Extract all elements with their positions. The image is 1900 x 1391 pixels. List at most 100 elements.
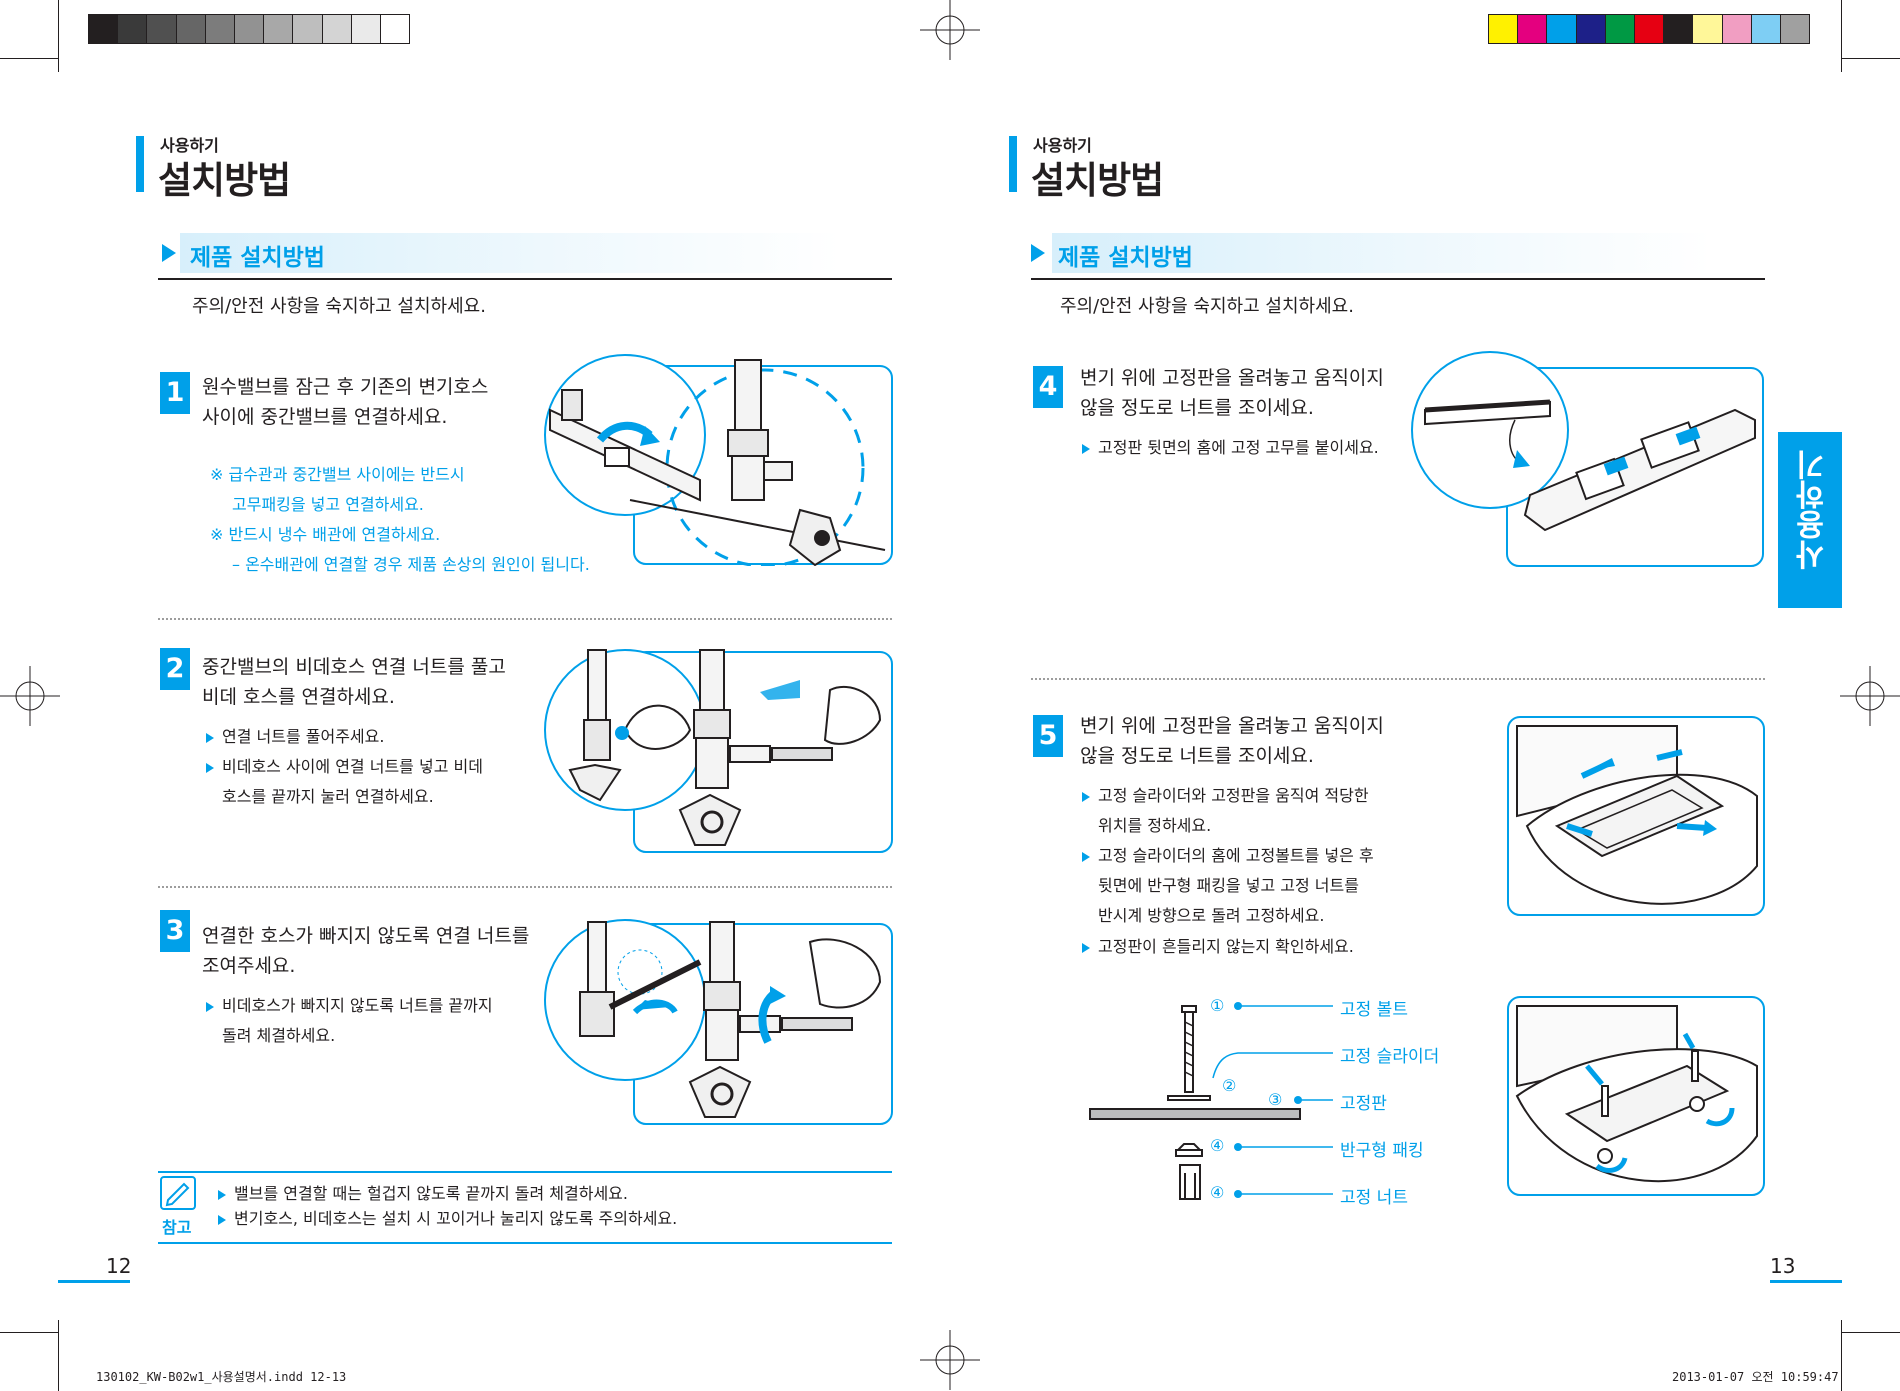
step-text: 변기 위에 고정판을 올려놓고 움직이지 <box>1080 715 1384 737</box>
warning-text: 고무패킹을 넣고 연결하세요. <box>232 495 424 514</box>
bullet-text: 호스를 끝까지 눌러 연결하세요. <box>222 787 434 806</box>
bullet-text: 돌려 체결하세요. <box>222 1026 336 1045</box>
triangle-icon <box>162 244 176 262</box>
pencil-icon <box>160 1176 196 1210</box>
step1-valve-illustration <box>544 354 893 566</box>
color-swatch <box>293 15 323 43</box>
page-number: 13 <box>1770 1254 1796 1278</box>
crop-mark <box>1842 58 1900 59</box>
bullet-text: 고정판 뒷면의 홈에 고정 고무를 붙이세요. <box>1082 433 1379 463</box>
date-slug: 2013-01-07 오전 10:59:47 <box>1672 1370 1839 1384</box>
bullet-text: 반시계 방향으로 돌려 고정하세요. <box>1098 906 1325 925</box>
page-number-underline <box>1770 1280 1842 1283</box>
note-item: 변기호스, 비데호스는 설치 시 꼬이거나 눌리지 않도록 주의하세요. <box>218 1205 677 1229</box>
part-label: 고정판 <box>1340 1094 1387 1114</box>
intro-text: 주의/안전 사항을 숙지하고 설치하세요. <box>1060 296 1354 317</box>
part-label: 고정 볼트 <box>1340 1000 1408 1020</box>
bullet-text: 뒷면에 반구형 패킹을 넣고 고정 너트를 <box>1098 876 1359 895</box>
part-label: 고정 슬라이더 <box>1340 1047 1440 1067</box>
bullet-icon <box>218 1189 226 1200</box>
section-label: 사용하기 <box>1033 136 1092 155</box>
color-swatch <box>1489 15 1519 43</box>
bullet-icon <box>1082 851 1090 862</box>
color-swatch <box>234 15 265 43</box>
warning-text: – 온수배관에 연결할 경우 제품 손상의 원인이 됩니다. <box>232 555 590 574</box>
subheading-background <box>180 233 840 273</box>
color-swatch <box>1664 15 1694 43</box>
color-swatch <box>205 15 235 43</box>
bullet-icon <box>1082 942 1090 953</box>
page-number: 12 <box>106 1254 132 1278</box>
step-number: 5 <box>1033 715 1063 757</box>
bullet-text: 연결 너트를 풀어주세요. <box>206 722 384 752</box>
warning-text: ※ 급수관과 중간밸브 사이에는 반드시 <box>210 465 465 484</box>
bullet-text: 고정 슬라이더의 홈에 고정볼트를 넣은 후 <box>1082 841 1374 871</box>
divider <box>158 1171 892 1173</box>
divider <box>1031 278 1765 280</box>
bullet-text: 위치를 정하세요. <box>1098 816 1212 835</box>
page-title: 설치방법 <box>1031 159 1164 202</box>
step-text: 사이에 중간밸브를 연결하세요. <box>202 406 448 428</box>
part-number: ① <box>1210 996 1225 1015</box>
note-item: 밸브를 연결할 때는 헐겁지 않도록 끝까지 돌려 체결하세요. <box>218 1180 628 1204</box>
page-title: 설치방법 <box>158 159 291 202</box>
color-swatch <box>322 15 352 43</box>
part-number: ④ <box>1210 1136 1225 1155</box>
subheading: 제품 설치방법 <box>190 245 325 271</box>
color-swatch <box>147 15 177 43</box>
step4-plate-illustration <box>1411 351 1764 567</box>
part-label: 고정 너트 <box>1340 1188 1408 1208</box>
color-swatch <box>264 15 294 43</box>
bullet-text: 고정 슬라이더와 고정판을 움직여 적당한 <box>1082 781 1369 811</box>
color-swatch <box>176 15 206 43</box>
step-number: 4 <box>1033 366 1063 408</box>
crop-mark <box>0 1332 58 1333</box>
section-accent-bar <box>136 136 144 192</box>
step-number: 3 <box>160 910 190 952</box>
parts-diagram <box>1089 1002 1333 1200</box>
step5-bolt-illustration <box>1507 996 1765 1196</box>
file-slug: 130102_KW-B02w1_사용설명서.indd 12-13 <box>96 1370 347 1384</box>
crop-mark <box>1842 1332 1900 1333</box>
bullet-text: 비데호스 사이에 연결 너트를 넣고 비데 <box>206 752 483 782</box>
color-swatch <box>1518 15 1548 43</box>
bullet-icon <box>206 1001 214 1012</box>
subheading: 제품 설치방법 <box>1058 245 1193 271</box>
warning-text: ※ 반드시 냉수 배관에 연결하세요. <box>210 525 441 544</box>
step-number: 2 <box>160 648 190 690</box>
color-swatch <box>118 15 148 43</box>
page-number-underline <box>58 1280 130 1283</box>
part-number: ③ <box>1268 1090 1283 1109</box>
step2-hose-illustration <box>544 649 893 853</box>
crop-mark <box>58 1320 59 1391</box>
triangle-icon <box>1031 244 1045 262</box>
intro-text: 주의/안전 사항을 숙지하고 설치하세요. <box>192 296 486 317</box>
step-text: 중간밸브의 비데호스 연결 너트를 풀고 <box>202 656 506 678</box>
divider <box>158 1242 892 1244</box>
color-swatch <box>1605 15 1635 43</box>
step-text: 않을 정도로 너트를 조이세요. <box>1080 397 1314 419</box>
part-number: ② <box>1222 1076 1237 1095</box>
crop-mark <box>1841 1320 1842 1391</box>
color-swatch <box>380 15 410 43</box>
note-label: 참고 <box>162 1218 192 1237</box>
color-swatch <box>1751 15 1781 43</box>
section-accent-bar <box>1009 136 1017 192</box>
step-number: 1 <box>160 372 190 414</box>
color-swatch <box>1576 15 1606 43</box>
divider <box>158 886 892 888</box>
side-tab-label: 사용하기 <box>1796 450 1831 570</box>
part-number: ④ <box>1210 1183 1225 1202</box>
divider <box>158 278 892 280</box>
bullet-icon <box>218 1214 226 1225</box>
step-text: 비데 호스를 연결하세요. <box>202 686 395 708</box>
step-text: 변기 위에 고정판을 올려놓고 움직이지 <box>1080 367 1384 389</box>
divider <box>1031 678 1765 680</box>
color-swatch <box>1547 15 1577 43</box>
registration-mark-icon <box>1840 666 1900 726</box>
bullet-icon <box>206 762 214 773</box>
registration-mark-icon <box>920 0 980 60</box>
color-swatch-bar <box>1488 14 1810 44</box>
section-label: 사용하기 <box>160 136 219 155</box>
bullet-icon <box>1082 791 1090 802</box>
